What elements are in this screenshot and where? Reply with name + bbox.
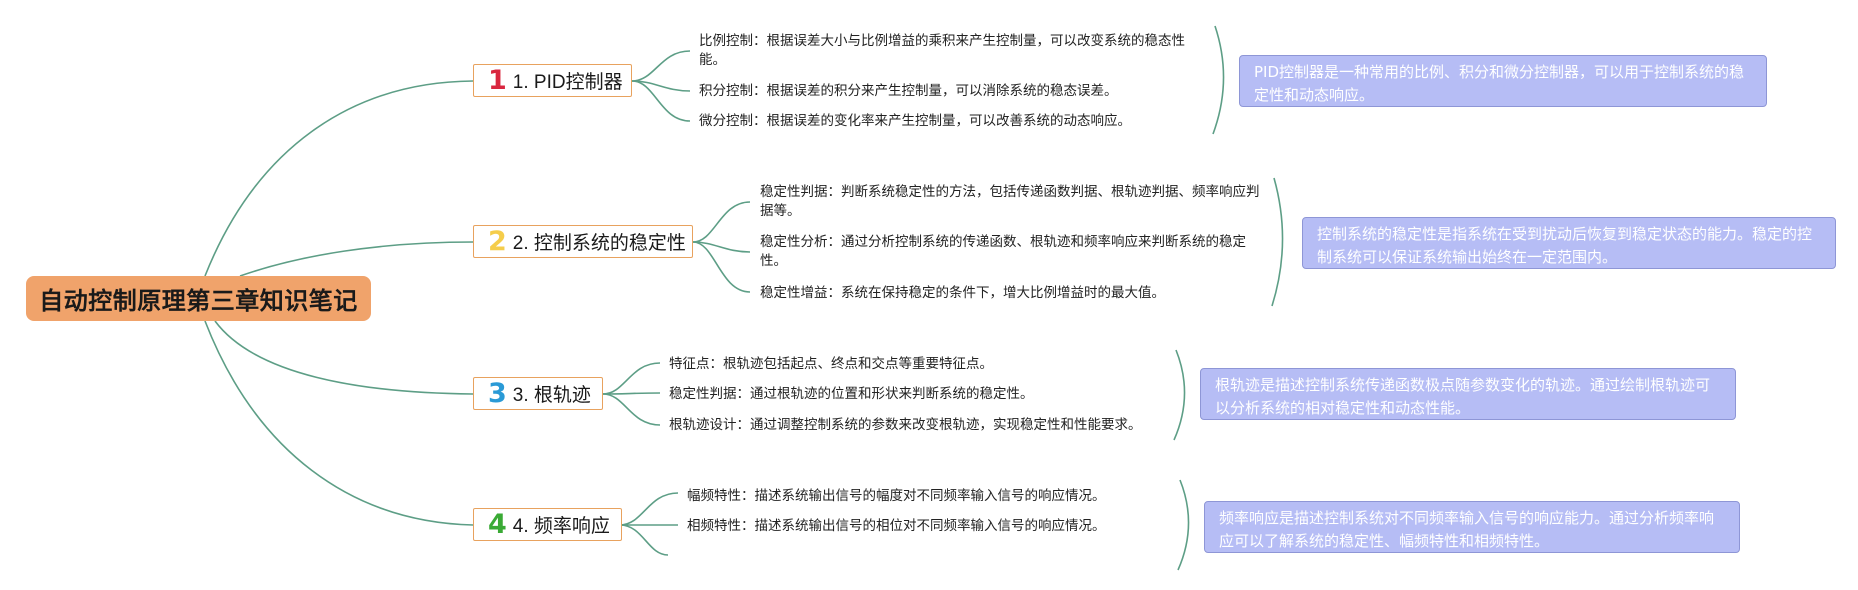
subtopic-proportional-control[interactable]: 比例控制：根据误差大小与比例增益的乘积来产生控制量，可以改变系统的稳态性能。 [699,33,1185,68]
connector-topic-3-sub-2 [602,392,661,395]
connector-topic-4-sub-3 [619,524,669,556]
connector-topic-1-sub-3 [631,80,691,122]
subtopic-stability-analysis[interactable]: 稳定性分析：通过分析控制系统的传递函数、根轨迹和频率响应来判断系统的稳定性。 [760,234,1246,269]
connector-topic-3-sub-1 [602,362,661,395]
subtopic-phase-frequency[interactable]: 相频特性：描述系统输出信号的相位对不同频率输入信号的响应情况。 [687,518,1106,534]
topic-label: 1. PID控制器 [512,72,623,93]
summary-text: 根轨迹是描述控制系统传递函数极点随参数变化的轨迹。通过绘制根轨迹可以分析系统的相… [1215,376,1711,417]
summary-system-stability[interactable]: 控制系统的稳定性是指系统在受到扰动后恢复到稳定状态的能力。稳定的控制系统可以保证… [1302,217,1836,269]
summary-bracket-1 [1212,25,1225,135]
connector-topic-4-sub-1 [619,492,679,526]
number-four-icon: 4 [488,509,507,540]
topic-label: 3. 根轨迹 [512,385,591,406]
connector-topic-2-sub-2 [692,241,751,253]
topic-label: 4. 频率响应 [512,516,610,537]
summary-bracket-3 [1173,349,1186,441]
summary-pid-controller[interactable]: PID控制器是一种常用的比例、积分和微分控制器，可以用于控制系统的稳定性和动态响… [1239,55,1767,107]
root-topic[interactable]: 自动控制原理第三章知识笔记 [26,276,371,321]
connector-root-topic-2 [239,241,474,277]
connector-topic-1-sub-1 [631,50,691,82]
summary-bracket-2 [1271,177,1284,307]
summary-text: 控制系统的稳定性是指系统在受到扰动后恢复到稳定状态的能力。稳定的控制系统可以保证… [1317,225,1813,266]
topic-system-stability[interactable]: 2 2. 控制系统的稳定性 [473,225,693,258]
number-three-icon: 3 [488,378,507,409]
subtopic-feature-points[interactable]: 特征点：根轨迹包括起点、终点和交点等重要特征点。 [669,356,993,372]
subtopic-integral-control[interactable]: 积分控制：根据误差的积分来产生控制量，可以消除系统的稳态误差。 [699,83,1118,99]
connector-root-topic-3 [214,320,474,395]
root-title: 自动控制原理第三章知识笔记 [39,287,358,315]
connector-topic-3-sub-3 [602,393,661,426]
summary-text: 频率响应是描述控制系统对不同频率输入信号的响应能力。通过分析频率响应可以了解系统… [1219,509,1715,550]
connector-topic-2-sub-1 [692,201,751,243]
connector-root-topic-1 [204,80,474,277]
summary-text: PID控制器是一种常用的比例、积分和微分控制器，可以用于控制系统的稳定性和动态响… [1254,63,1745,104]
subtopic-root-locus-design[interactable]: 根轨迹设计：通过调整控制系统的参数来改变根轨迹，实现稳定性和性能要求。 [669,417,1142,433]
subtopic-root-locus-stability-criterion[interactable]: 稳定性判据：通过根轨迹的位置和形状来判断系统的稳定性。 [669,386,1034,402]
summary-bracket-4 [1177,479,1190,571]
subtopic-stability-criterion[interactable]: 稳定性判据：判断系统稳定性的方法，包括传递函数判据、根轨迹判据、频率响应判据等。 [760,184,1260,219]
topic-frequency-response[interactable]: 4 4. 频率响应 [473,508,622,541]
subtopic-amplitude-frequency[interactable]: 幅频特性：描述系统输出信号的幅度对不同频率输入信号的响应情况。 [687,488,1106,504]
topic-root-locus[interactable]: 3 3. 根轨迹 [473,377,603,410]
subtopic-stability-gain[interactable]: 稳定性增益：系统在保持稳定的条件下，增大比例增益时的最大值。 [760,285,1165,301]
connector-root-topic-4 [204,320,474,526]
subtopic-derivative-control[interactable]: 微分控制：根据误差的变化率来产生控制量，可以改善系统的动态响应。 [699,113,1131,129]
topic-pid-controller[interactable]: 1 1. PID控制器 [473,64,632,97]
connector-topic-2-sub-3 [692,241,751,293]
topic-label: 2. 控制系统的稳定性 [512,233,686,254]
summary-frequency-response[interactable]: 频率响应是描述控制系统对不同频率输入信号的响应能力。通过分析频率响应可以了解系统… [1204,501,1740,553]
number-one-icon: 1 [488,65,507,96]
number-two-icon: 2 [488,226,507,257]
summary-root-locus[interactable]: 根轨迹是描述控制系统传递函数极点随参数变化的轨迹。通过绘制根轨迹可以分析系统的相… [1200,368,1736,420]
